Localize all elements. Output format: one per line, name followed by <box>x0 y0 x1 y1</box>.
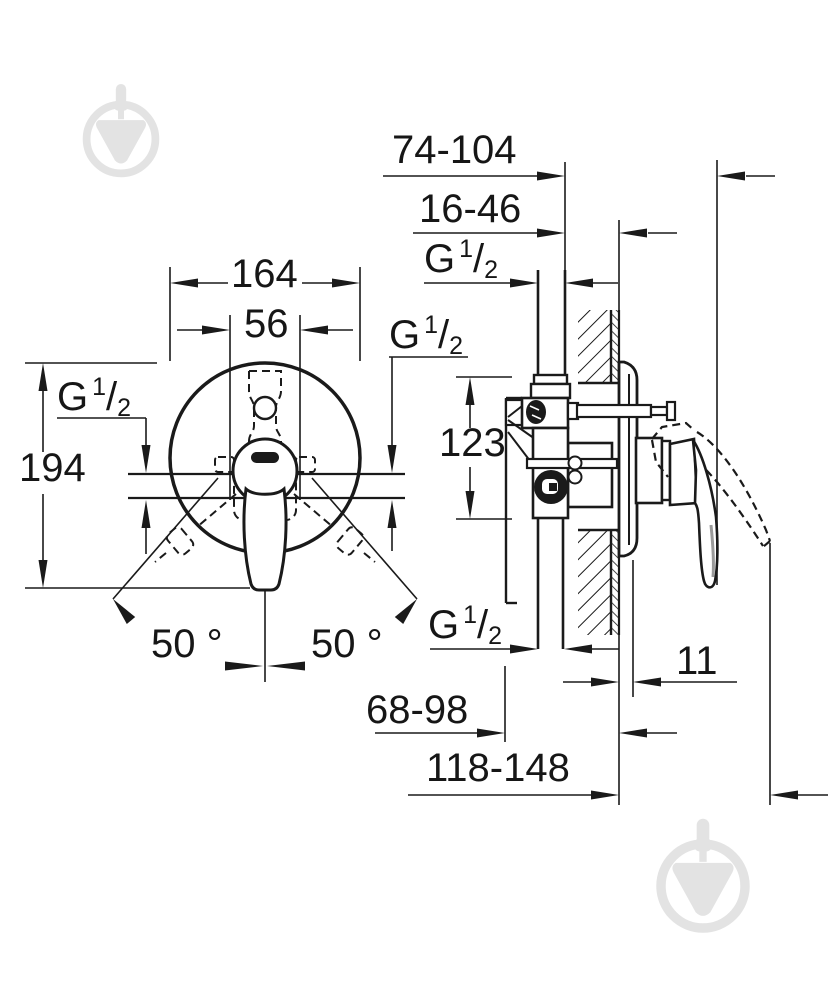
dim-label-overall-height: 194 <box>19 446 86 490</box>
dim-label-body-to-wall: 68-98 <box>366 688 469 732</box>
union-nut <box>529 382 572 400</box>
dimension-annotations <box>25 171 828 800</box>
wall-section-bottom <box>578 528 619 635</box>
cartridge-housing <box>634 436 664 505</box>
dim-label-lever-reach: 118-148 <box>426 746 570 790</box>
watermark-trowel-icon-bottom-right <box>661 819 745 928</box>
dim-label-plate-diameter: 164 <box>231 252 298 296</box>
wall-section-top <box>578 310 619 385</box>
lever-open-dashed <box>650 421 772 548</box>
lever-handle-front <box>242 486 288 592</box>
dim-label-rough-in-depth: 16-46 <box>419 187 522 231</box>
cartridge-screw-hole <box>252 395 278 421</box>
side-view <box>504 160 772 805</box>
dim-label-cartridge-width: 56 <box>244 302 289 346</box>
fixing-bolt <box>575 400 677 422</box>
lever-handle-side <box>668 437 719 589</box>
angle-label-right: 50 ° <box>311 622 383 666</box>
inlet-connection-ring <box>534 470 568 504</box>
dim-label-escutcheon-depth: 11 <box>676 639 718 683</box>
watermark-trowel-icon-top-left <box>87 84 156 173</box>
side-port-stub-left <box>214 456 235 473</box>
dim-label-top-offset: 74-104 <box>392 128 517 172</box>
side-port-stub-right <box>295 456 316 473</box>
knurled-fitting <box>526 400 546 424</box>
angle-label-left: 50 ° <box>151 622 223 666</box>
knob-logo-band <box>251 452 279 463</box>
dim-label-body-height: 123 <box>439 421 506 465</box>
